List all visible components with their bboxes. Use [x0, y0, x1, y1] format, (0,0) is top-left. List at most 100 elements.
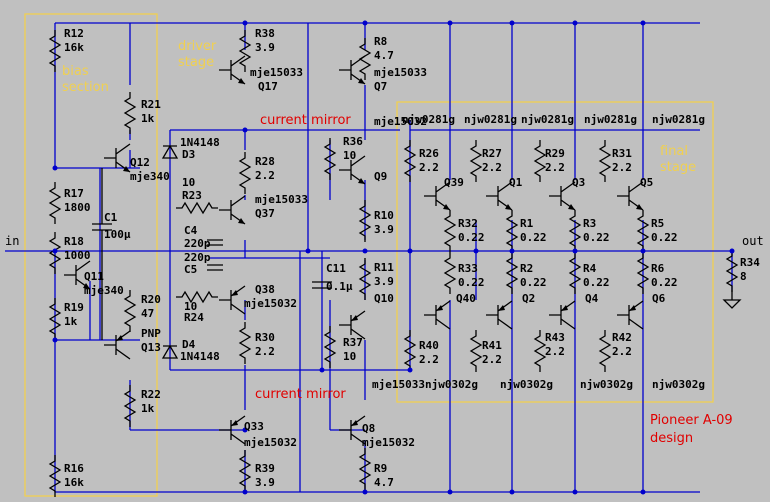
R6-value: 0.22 — [651, 276, 678, 289]
R31-ref: R31 — [612, 147, 632, 160]
current-mirror-top-note: current mirror — [260, 113, 351, 128]
Q33-model: mje15032 — [244, 436, 297, 449]
R24-value: 10 — [184, 300, 197, 313]
R2-value: 0.22 — [520, 276, 547, 289]
Q5-model: njw0281g — [584, 113, 637, 126]
current-mirror-bottom-note: current mirror — [255, 387, 346, 402]
C4-ref: C4 — [184, 224, 198, 237]
R39-value: 3.9 — [255, 476, 275, 489]
R20-ref: R20 — [141, 293, 161, 306]
C1-ref: C1 — [104, 211, 118, 224]
R42-value: 2.2 — [612, 345, 632, 358]
Q11-model: mje340 — [84, 284, 124, 297]
resistor-R30-symbol — [239, 321, 251, 365]
Q8-model: mje15032 — [362, 436, 415, 449]
ground-symbol — [722, 290, 742, 309]
junction-dots — [52, 20, 735, 495]
R8-ref: R8 — [374, 35, 387, 48]
Q4-model: njw0302g — [580, 378, 633, 391]
R19-value: 1k — [64, 315, 78, 328]
R33-ref: R33 — [458, 262, 478, 275]
Q2-model: njw0302g — [500, 378, 553, 391]
resistor-R32-symbol — [444, 209, 456, 253]
Q39-model: njw0281g — [402, 113, 455, 126]
R11-value: 3.9 — [374, 275, 394, 288]
R36-value: 10 — [343, 149, 356, 162]
R40-value: 2.2 — [419, 353, 439, 366]
Q13-ref: Q13 — [141, 341, 161, 354]
R29-ref: R29 — [545, 147, 565, 160]
capacitor-C1-symbol — [92, 168, 112, 340]
transistor-Q2-symbol — [485, 300, 513, 330]
Q37-ref: Q37 — [255, 207, 275, 220]
C11-value: 0.1µ — [326, 280, 353, 293]
resistor-R31-symbol — [599, 139, 611, 183]
R11-ref: R11 — [374, 261, 394, 274]
R10-ref: R10 — [374, 209, 394, 222]
R17-value: 1800 — [64, 201, 91, 214]
Q33-ref: Q33 — [244, 420, 264, 433]
R34-value: 8 — [740, 270, 747, 283]
R42-ref: R42 — [612, 331, 632, 344]
resistor-labels: R12 16k R38 3.9 R8 4.7 R21 1k R36 10 R28… — [64, 27, 760, 489]
R9-value: 4.7 — [374, 476, 394, 489]
R12-value: 16k — [64, 41, 84, 54]
Q40-model: njw0302g — [425, 378, 478, 391]
diode-labels: D3 1N4148 D4 1N4148 — [180, 136, 220, 363]
capacitor-C4-symbol — [207, 239, 223, 246]
Q17-ref: Q17 — [258, 80, 278, 93]
R21-value: 1k — [141, 112, 155, 125]
resistor-R17-symbol — [49, 181, 61, 225]
Q38-ref: Q38 — [255, 283, 275, 296]
driver-stage-note-line2: stage — [178, 55, 214, 70]
R17-ref: R17 — [64, 187, 84, 200]
D4-value: 1N4148 — [180, 350, 220, 363]
Q7-ref: Q7 — [374, 80, 387, 93]
R27-ref: R27 — [482, 147, 502, 160]
R5-ref: R5 — [651, 217, 664, 230]
R24-ref: R24 — [184, 311, 204, 324]
bias-section-note-line2: section — [62, 80, 109, 95]
transistor-Q17-symbol — [218, 55, 246, 85]
R3-value: 0.22 — [583, 231, 610, 244]
R33-value: 0.22 — [458, 276, 485, 289]
R18-ref: R18 — [64, 235, 84, 248]
R26-ref: R26 — [419, 147, 439, 160]
Q39-ref: Q39 — [444, 176, 464, 189]
Q17-model: mje15033 — [250, 66, 303, 79]
D3-ref: D3 — [182, 148, 195, 161]
R23-ref: R23 — [182, 189, 202, 202]
Q9-model: mje15032 — [374, 115, 427, 128]
Q6-model: njw0302g — [652, 378, 705, 391]
resistor-R29-symbol — [534, 139, 546, 183]
Q12-ref: Q12 — [130, 156, 150, 169]
diode-D4-symbol — [161, 344, 179, 359]
Q1-model: njw0281g — [464, 113, 517, 126]
Q2-ref: Q2 — [522, 292, 535, 305]
transistor-Q6-symbol — [616, 300, 644, 330]
R20-value: 47 — [141, 307, 154, 320]
C11-ref: C11 — [326, 262, 346, 275]
Q11-ref: Q11 — [84, 270, 104, 283]
R29-value: 2.2 — [545, 161, 565, 174]
Q10-ref: Q10 — [374, 292, 394, 305]
D3-value: 1N4148 — [180, 136, 220, 149]
resistor-R28-symbol — [239, 151, 251, 195]
Q40-ref: Q40 — [456, 292, 476, 305]
resistor-R42-symbol — [599, 329, 611, 373]
bias-section-box — [24, 13, 158, 497]
resistor-R41-symbol — [470, 329, 482, 373]
R40-ref: R40 — [419, 339, 439, 352]
C5-value: 220p — [184, 251, 211, 264]
transistor-Q13-symbol — [103, 330, 131, 360]
R22-ref: R22 — [141, 388, 161, 401]
R28-value: 2.2 — [255, 169, 275, 182]
R9-ref: R9 — [374, 462, 387, 475]
Q3-ref: Q3 — [572, 176, 585, 189]
R28-ref: R28 — [255, 155, 275, 168]
R12-ref: R12 — [64, 27, 84, 40]
capacitor-C11-symbol — [312, 281, 332, 289]
supply-rails — [55, 22, 700, 493]
